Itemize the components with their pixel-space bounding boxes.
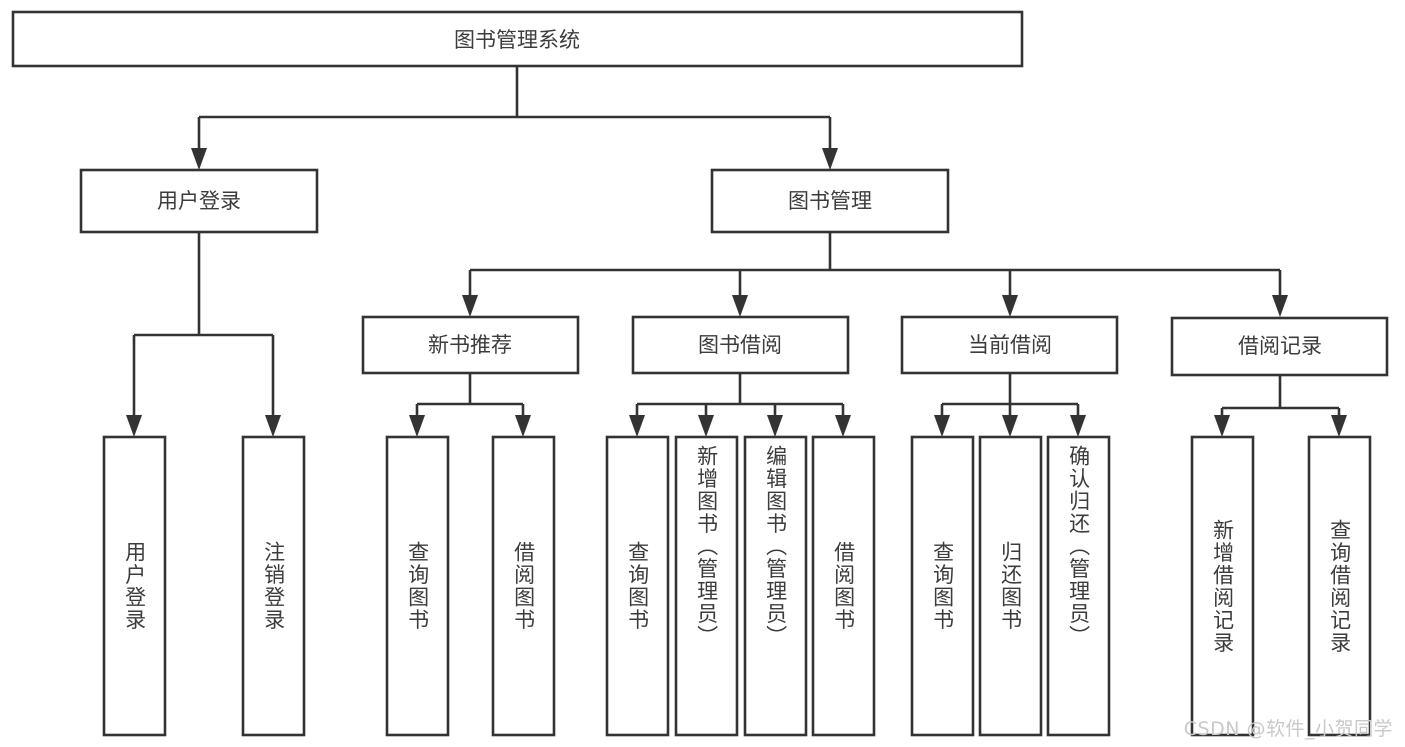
- node-new-book-recommend[interactable]: 新书推荐: [361, 315, 580, 375]
- node-user-login[interactable]: 用户登录: [79, 168, 319, 234]
- leaf-box-borrow-book-1[interactable]: [491, 435, 556, 737]
- connector-group-book-borrow: [629, 373, 851, 437]
- connector-group-user-login: [126, 232, 281, 437]
- arrow-user-login-l2-icon: [265, 415, 281, 437]
- leaf-box-confirm-return[interactable]: [1046, 435, 1111, 737]
- arrow-bb-l1-icon: [629, 415, 645, 437]
- node-borrow-record-label: 借阅记录: [1238, 334, 1322, 358]
- leaf-box-query-record[interactable]: [1307, 435, 1372, 737]
- arrow-root-to-user-login-icon: [191, 148, 207, 170]
- node-borrow-record-box[interactable]: [1170, 316, 1389, 377]
- connector-group-root: [191, 66, 838, 170]
- connector-group-borrow-record: [1214, 375, 1347, 437]
- leaf-box-user-login[interactable]: [102, 435, 167, 737]
- leaf-box-query-book-3[interactable]: [910, 435, 975, 737]
- arrow-bm-to-book-borrow-icon: [732, 295, 748, 317]
- node-new-book-recommend-label: 新书推荐: [428, 333, 512, 357]
- leaf-box-borrow-book-2[interactable]: [811, 435, 876, 737]
- node-root-box[interactable]: [11, 10, 1024, 68]
- node-new-book-recommend-box[interactable]: [361, 315, 580, 375]
- leaf-box-query-book-2[interactable]: [605, 435, 670, 737]
- arrow-bb-l3-icon: [767, 415, 783, 437]
- node-current-borrow-label: 当前借阅: [968, 333, 1052, 357]
- node-borrow-record[interactable]: 借阅记录: [1170, 316, 1389, 377]
- arrow-root-to-book-manage-icon: [822, 148, 838, 170]
- arrow-bm-to-current-borrow-icon: [1002, 295, 1018, 317]
- node-book-manage-label: 图书管理: [788, 189, 872, 213]
- leaf-box-query-book-1[interactable]: [385, 435, 450, 737]
- connector-group-book-manage: [462, 232, 1288, 317]
- arrow-bb-l2-icon: [698, 415, 714, 437]
- arrow-bb-l4-icon: [835, 415, 851, 437]
- connector-group-new-book-recommend: [409, 373, 531, 437]
- node-book-manage[interactable]: 图书管理: [710, 168, 950, 234]
- node-user-login-box[interactable]: [79, 168, 319, 234]
- arrow-user-login-l1-icon: [126, 415, 142, 437]
- arrow-nb-l1-icon: [409, 415, 425, 437]
- arrow-br-l1-icon: [1214, 415, 1230, 437]
- leaf-box-add-book[interactable]: [674, 435, 739, 737]
- leaf-box-add-record[interactable]: [1190, 435, 1255, 737]
- arrow-br-l2-icon: [1331, 415, 1347, 437]
- node-user-login-label: 用户登录: [157, 189, 241, 213]
- leaf-box-edit-book[interactable]: [743, 435, 808, 737]
- node-root-label: 图书管理系统: [454, 28, 580, 52]
- leaf-box-return-book[interactable]: [978, 435, 1043, 737]
- connector-group-current-borrow: [934, 373, 1086, 437]
- node-book-borrow-box[interactable]: [631, 315, 850, 375]
- arrow-nb-l2-icon: [515, 415, 531, 437]
- node-current-borrow[interactable]: 当前借阅: [900, 315, 1119, 375]
- arrow-bm-to-borrow-record-icon: [1272, 295, 1288, 317]
- node-root[interactable]: 图书管理系统: [11, 10, 1024, 68]
- leaf-box-logout[interactable]: [241, 435, 306, 737]
- arrow-cb-l3-icon: [1070, 415, 1086, 437]
- node-book-borrow[interactable]: 图书借阅: [631, 315, 850, 375]
- node-book-manage-box[interactable]: [710, 168, 950, 234]
- arrow-cb-l1-icon: [934, 415, 950, 437]
- arrow-bm-to-new-book-icon: [462, 295, 478, 317]
- node-book-borrow-label: 图书借阅: [698, 333, 782, 357]
- node-current-borrow-box[interactable]: [900, 315, 1119, 375]
- arrow-cb-l2-icon: [1002, 415, 1018, 437]
